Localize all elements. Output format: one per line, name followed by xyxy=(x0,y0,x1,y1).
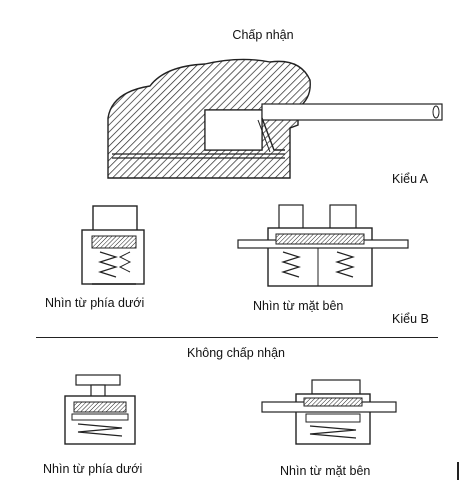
type-a-bottom-view xyxy=(81,205,145,285)
text-cursor xyxy=(457,462,459,480)
bottom-view-caption-2: Nhìn từ phía dưới xyxy=(43,462,143,476)
rejected-bottom-view xyxy=(64,374,136,445)
type-b-label: Kiểu B xyxy=(392,312,429,326)
side-view-caption-1: Nhìn từ mặt bên xyxy=(253,299,344,313)
accepted-connector-figure xyxy=(107,58,443,179)
not-accepted-heading: Không chấp nhận xyxy=(186,346,286,360)
accepted-heading: Chấp nhận xyxy=(232,28,294,42)
divider xyxy=(36,337,438,338)
rejected-side-view xyxy=(261,379,397,445)
type-a-label: Kiểu A xyxy=(392,172,429,186)
type-a-side-view xyxy=(237,204,409,287)
side-view-caption-2: Nhìn từ mặt bên xyxy=(280,464,371,478)
bottom-view-caption-1: Nhìn từ phía dưới xyxy=(45,296,145,310)
